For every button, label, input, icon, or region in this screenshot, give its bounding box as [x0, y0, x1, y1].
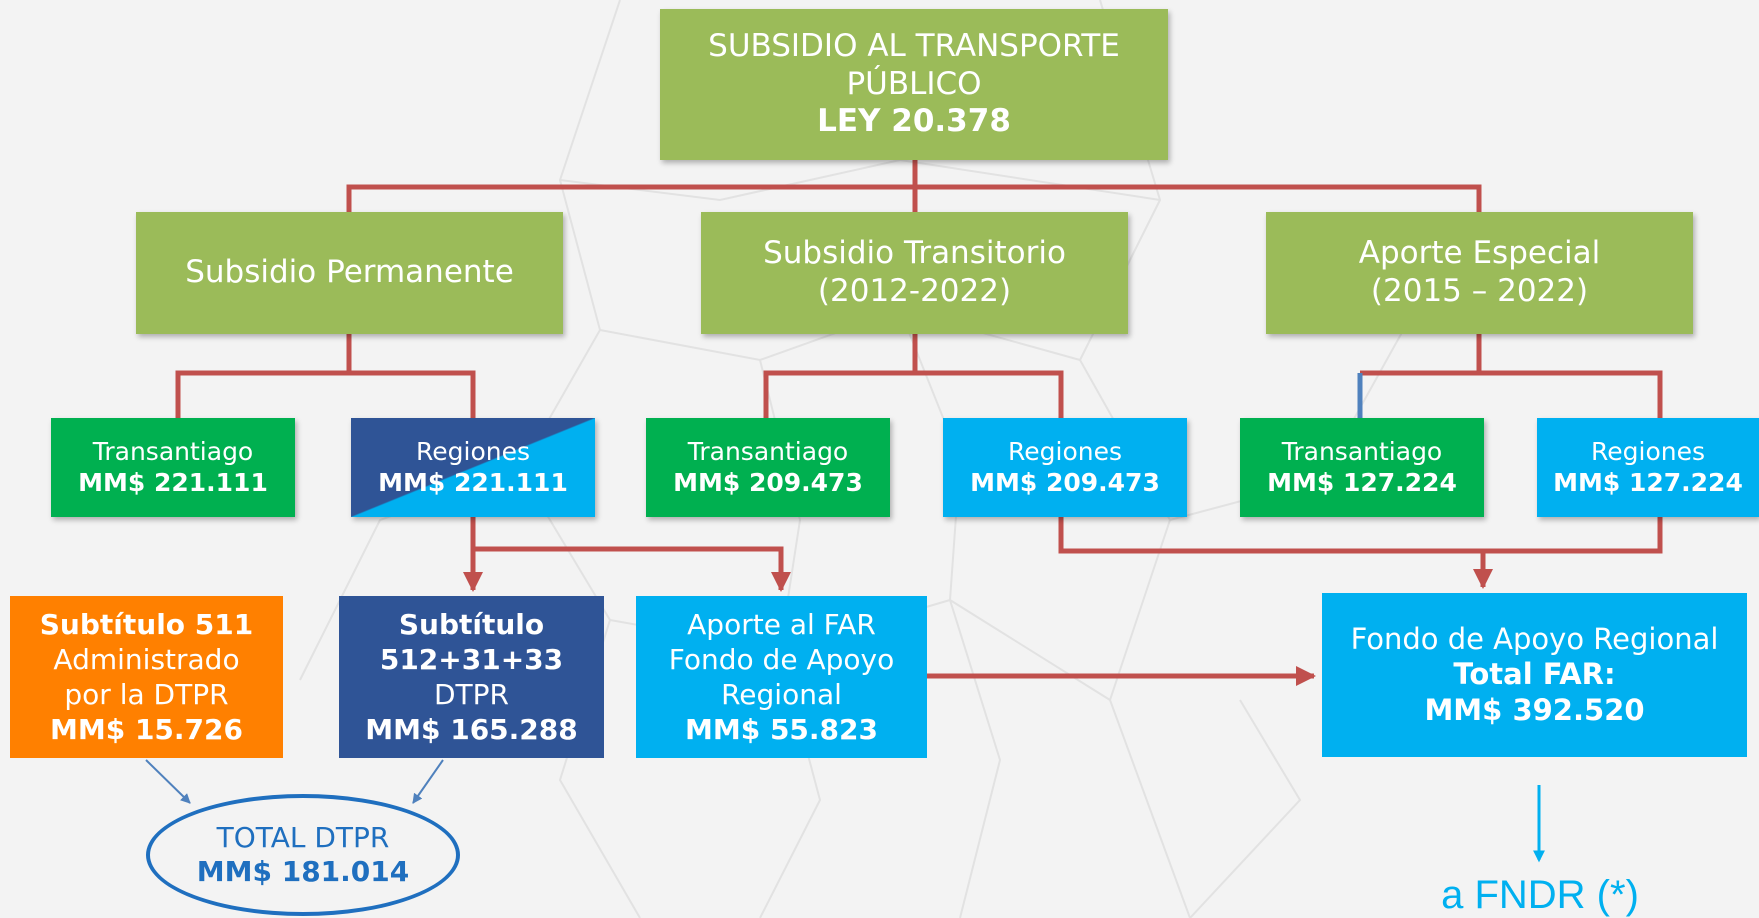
- subtitulo-512-line-3: DTPR: [433, 678, 509, 711]
- subtitulo-511-amount: MM$ 15.726: [49, 713, 243, 746]
- root-line-2: PÚBLICO: [846, 65, 982, 102]
- permanente-regiones-amount: MM$ 221.111: [378, 467, 568, 497]
- root-box-subsidio-transporte: SUBSIDIO AL TRANSPORTE PÚBLICO LEY 20.37…: [660, 9, 1168, 160]
- subtitulo-512-title-1: Subtítulo: [398, 608, 545, 641]
- subtitulo-511-title: Subtítulo 511: [39, 608, 254, 641]
- transitorio-regiones-box: Regiones MM$ 209.473: [943, 418, 1187, 517]
- transitorio-regiones-label: Regiones: [1008, 437, 1122, 466]
- red-connector-lines: [175, 160, 1663, 686]
- transitorio-transantiago-label: Transantiago: [687, 437, 849, 466]
- fondo-apoyo-regional-line-1: Fondo de Apoyo Regional: [1350, 621, 1719, 656]
- subsidio-transitorio-label: Subsidio Transitorio: [763, 235, 1066, 272]
- transitorio-transantiago-box: Transantiago MM$ 209.473: [646, 418, 890, 517]
- subtitulo-511-line-2: Administrado: [53, 643, 240, 676]
- fndr-label: a FNDR (*): [1441, 873, 1639, 917]
- subsidio-permanente-box: Subsidio Permanente: [136, 212, 563, 334]
- especial-regiones-box: Regiones MM$ 127.224: [1537, 418, 1759, 517]
- subtitulo-511-line-3: por la DTPR: [64, 678, 229, 711]
- root-line-1: SUBSIDIO AL TRANSPORTE: [708, 27, 1120, 64]
- total-dtpr-amount: MM$ 181.014: [196, 855, 410, 888]
- especial-transantiago-label: Transantiago: [1281, 437, 1443, 466]
- especial-regiones-label: Regiones: [1591, 437, 1705, 466]
- aporte-far-amount: MM$ 55.823: [684, 713, 878, 746]
- especial-transantiago-box: Transantiago MM$ 127.224: [1240, 418, 1484, 517]
- fondo-apoyo-regional-amount: MM$ 392.520: [1424, 692, 1645, 727]
- subtitulo-512-box: Subtítulo 512+31+33 DTPR MM$ 165.288: [339, 596, 604, 758]
- root-law: LEY 20.378: [817, 103, 1011, 140]
- aporte-far-line-1: Aporte al FAR: [687, 608, 876, 641]
- aporte-especial-box: Aporte Especial (2015 – 2022): [1266, 212, 1693, 334]
- permanente-transantiago-amount: MM$ 221.111: [78, 467, 268, 497]
- transitorio-regiones-amount: MM$ 209.473: [970, 467, 1160, 497]
- subtitulo-512-title-2: 512+31+33: [379, 643, 564, 676]
- transitorio-transantiago-amount: MM$ 209.473: [673, 467, 863, 497]
- permanente-regiones-box: Regiones MM$ 221.111: [351, 418, 595, 517]
- subtitulo-512-amount: MM$ 165.288: [365, 713, 578, 746]
- fondo-apoyo-regional-line-2: Total FAR:: [1453, 657, 1616, 692]
- aporte-far-box: Aporte al FAR Fondo de Apoyo Regional MM…: [636, 596, 927, 758]
- total-dtpr-ellipse: TOTAL DTPR MM$ 181.014: [146, 794, 460, 916]
- aporte-far-line-2: Fondo de Apoyo: [668, 643, 895, 676]
- especial-transantiago-amount: MM$ 127.224: [1267, 467, 1457, 497]
- subsidio-transitorio-period: (2012-2022): [817, 273, 1012, 309]
- aporte-far-line-3: Regional: [721, 678, 842, 711]
- fondo-apoyo-regional-box: Fondo de Apoyo Regional Total FAR: MM$ 3…: [1322, 593, 1747, 757]
- permanente-transantiago-label: Transantiago: [92, 437, 254, 466]
- permanente-regiones-label: Regiones: [416, 437, 530, 466]
- subsidio-transitorio-box: Subsidio Transitorio (2012-2022): [701, 212, 1128, 334]
- total-dtpr-label: TOTAL DTPR: [216, 820, 390, 854]
- especial-regiones-amount: MM$ 127.224: [1553, 467, 1743, 497]
- aporte-especial-label: Aporte Especial: [1358, 235, 1601, 272]
- blue-arrows-to-total: [145, 759, 444, 804]
- aporte-especial-period: (2015 – 2022): [1370, 273, 1589, 309]
- subtitulo-511-box: Subtítulo 511 Administrado por la DTPR M…: [10, 596, 283, 758]
- subsidio-permanente-label: Subsidio Permanente: [185, 254, 514, 291]
- permanente-transantiago-box: Transantiago MM$ 221.111: [51, 418, 295, 517]
